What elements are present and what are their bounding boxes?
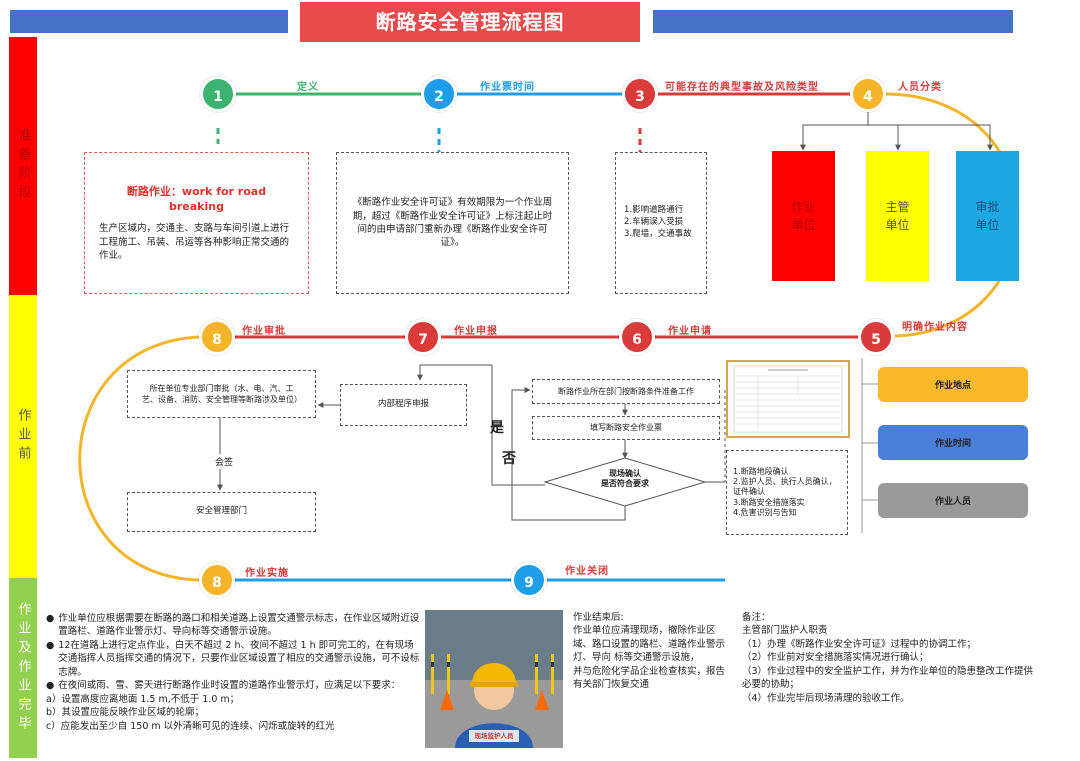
header-bar-left (10, 10, 288, 33)
step-node-3: 3 (622, 76, 658, 112)
check-item: 2.监护人员、执行人员确认，证件确认 (733, 476, 837, 497)
phase-execution: 作业及作业完毕 (9, 578, 37, 758)
notes-title: 备注： (742, 612, 771, 623)
header-bar-right (653, 10, 1013, 33)
check-item: 1.断路地段确认 (733, 466, 789, 476)
implementation-sub-item: c）应能发出至少自 150 m 以外清晰可见的连续、闪烁或旋转的红光 (46, 720, 335, 732)
check-item: 3.断路安全措施落实 (733, 497, 805, 507)
risk-item: 3.爬墙，交通事故 (624, 228, 692, 239)
yes-label: 是 (490, 420, 504, 436)
role-box-operating-unit: 作业单位 (772, 151, 835, 281)
page-title: 断路安全管理流程图 (300, 2, 640, 42)
step-label-report: 作业申报 (454, 326, 498, 337)
notes-subtitle: 主管部门监护人职责 (742, 625, 828, 637)
notes-item: （2）作业前对安全措施落实情况进行确认； (742, 652, 929, 664)
tag-work-location: 作业地点 (878, 367, 1028, 402)
step-label-approval: 作业审批 (242, 326, 286, 337)
step-node-4: 4 (850, 76, 886, 112)
step-node-8-implementation: 8 (199, 562, 235, 598)
role-box-approving-unit: 审批单位 (956, 151, 1019, 281)
permit-document-thumbnail (726, 360, 850, 438)
step-node-7: 7 (405, 319, 441, 355)
internal-report-box: 内部程序申报 (340, 384, 467, 426)
step-label-closing: 作业关闭 (565, 566, 609, 577)
step-label-content: 明确作业内容 (902, 322, 968, 333)
definition-heading: 断路作业：work for road breaking (126, 184, 267, 214)
notes-panel: 备注： 主管部门监护人职责 （1）办理《断路作业安全许可证》过程中的协调工作； … (742, 611, 1042, 705)
implementation-sub-item: b）其设置应能反映作业区域的轮廓； (46, 707, 205, 719)
step-node-9: 9 (511, 562, 547, 598)
decision-label: 现场确认 是否符合要求 (601, 469, 649, 489)
check-item: 4.危害识别与告知 (733, 508, 797, 518)
step-label-implementation: 作业实施 (245, 568, 289, 579)
permit-time-box: 《断路作业安全许可证》有效期限为一个作业周期，超过《断路作业安全许可证》上标注起… (336, 152, 569, 294)
risk-item: 1.影响道路通行 (624, 205, 684, 216)
definition-body: 生产区域内，交通主、支路与车间引道上进行工程施工、吊装、吊运等各种影响正常交通的… (99, 223, 290, 262)
worker-badge: 现场监护人员 (474, 732, 514, 740)
step-label-roles: 人员分类 (898, 82, 942, 93)
step-node-1: 1 (200, 76, 236, 112)
risks-box: 1.影响道路通行 2.车辆误入受损 3.爬墙，交通事故 (615, 152, 707, 294)
risk-item: 2.车辆误入受损 (624, 217, 684, 228)
definition-box: 断路作业：work for road breaking 生产区域内，交通主、支路… (84, 152, 309, 294)
step-label-permit-time: 作业票时间 (480, 82, 535, 93)
countersign-label: 会签 (213, 454, 236, 469)
permit-time-text: 《断路作业安全许可证》有效期限为一个作业周期，超过《断路作业安全许可证》上标注起… (352, 197, 553, 249)
notes-item: （4）作业完毕后现场清理的验收工作。 (742, 692, 910, 704)
closing-text: 作业结束后: 作业单位应清理现场，撤除作业区域、路口设置的路栏、道路作业警示灯、… (573, 612, 726, 691)
no-label: 否 (502, 451, 516, 467)
notes-item: （3）作业过程中的安全监护工作，并为作业单位的隐患整改工作提供必要的协助； (742, 665, 1034, 691)
safety-dept-box: 安全管理部门 (127, 492, 316, 532)
tag-work-time: 作业时间 (878, 425, 1028, 460)
dept-review-box: 所在单位专业部门审批（水、电、汽、工艺、设备、消防、安全管理等断路涉及单位） (127, 370, 316, 418)
implementation-bullet: ●作业单位应根据需要在断路的路口和相关道路上设置交通警示标志，在作业区域附近设置… (46, 613, 420, 638)
phase-preparation: 准备阶段 (9, 37, 37, 295)
implementation-bullet: ●12在道路上进行定点作业，白天不超过 2 h、夜间不超过 1 h 即可完工的，… (46, 639, 420, 678)
connector-8-8 (78, 335, 200, 582)
implementation-text: ●作业单位应根据需要在断路的路口和相关道路上设置交通警示标志，在作业区域附近设置… (46, 612, 420, 733)
step-node-2: 2 (421, 76, 457, 112)
notes-item: （1）办理《断路作业安全许可证》过程中的协调工作； (742, 638, 977, 650)
step-node-6: 6 (619, 319, 655, 355)
step-node-5: 5 (858, 319, 894, 355)
prepare-box: 断路作业所在部门按断路条件准备工作 (532, 379, 720, 404)
phase-pre-work: 作业前 (9, 295, 37, 578)
site-checks-box: 1.断路地段确认 2.监护人员、执行人员确认，证件确认 3.断路安全措施落实 4… (726, 450, 848, 535)
fill-ticket-box: 填写断路安全作业票 (532, 416, 720, 440)
worker-illustration: 现场监护人员 (425, 610, 563, 748)
step-label-definition: 定义 (297, 82, 319, 93)
implementation-sub-item: a）设置高度应离地面 1.5 m,不低于 1.0 m； (46, 693, 240, 705)
step-label-risks: 可能存在的典型事故及风险类型 (665, 82, 819, 93)
role-box-supervising-unit: 主管单位 (866, 151, 929, 281)
implementation-bullet: ●在夜间或雨、雪、雾天进行断路作业时设置的道路作业警示灯，应满足以下要求： (46, 680, 401, 692)
step-label-apply: 作业申请 (668, 326, 712, 337)
decision-diamond (543, 457, 707, 507)
tag-work-personnel: 作业人员 (878, 483, 1028, 518)
step-node-8-approval: 8 (199, 319, 235, 355)
